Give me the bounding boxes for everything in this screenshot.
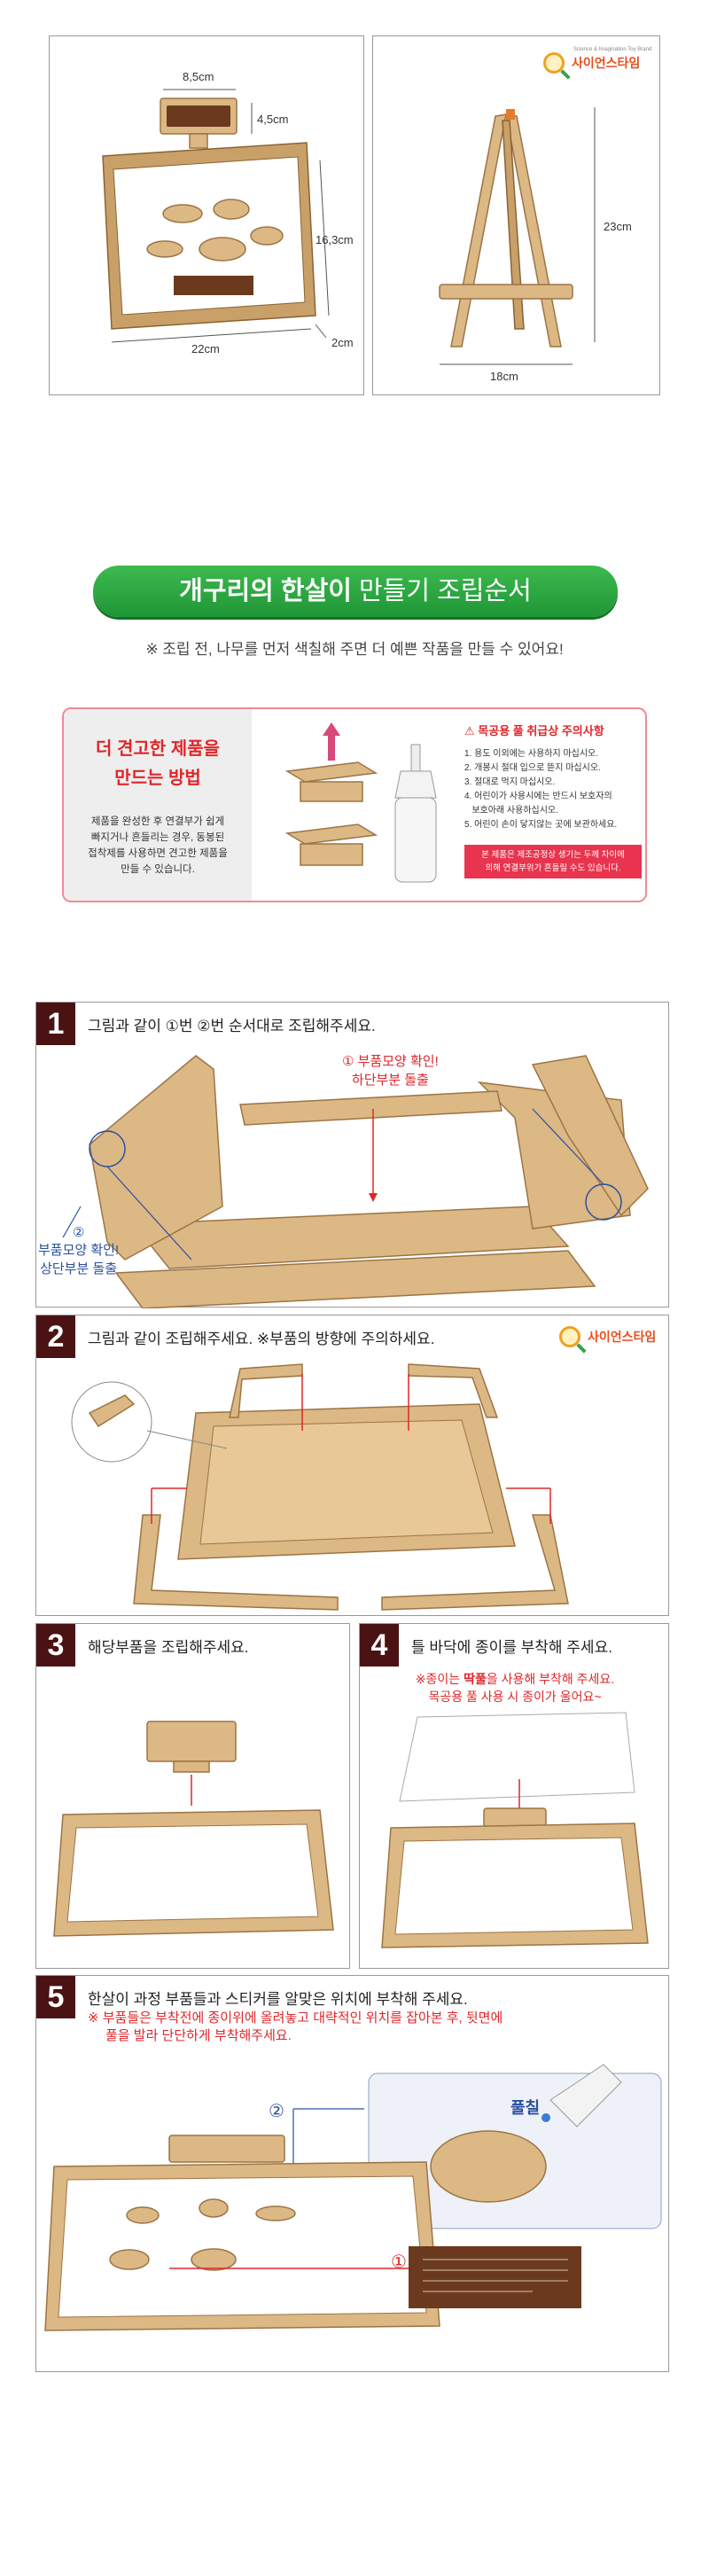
- step-3-number: 3: [36, 1624, 75, 1667]
- easel-product-panel: 사이언스타임 Science & Imagination Toy Brand 2…: [372, 35, 660, 395]
- dim-height: 16,3cm: [316, 233, 354, 246]
- dim-width-top: 8,5cm: [183, 70, 214, 83]
- caution-item-3: 3. 절대로 먹지 마십시오.: [464, 777, 556, 787]
- warning-icon: ⚠: [464, 724, 475, 738]
- step-4-note-bold: 딱풀: [464, 1672, 487, 1686]
- step-2-number: 2: [36, 1315, 75, 1358]
- marker-1: ①: [391, 2252, 407, 2272]
- caution-item-2: 2. 개봉시 절대 입으로 뜯지 마십시오.: [464, 763, 601, 773]
- step-4-panel: 4 틀 바닥에 종이를 부착해 주세요. ※종이는 딱풀을 사용해 부착해 주세…: [359, 1623, 669, 1969]
- brand-logo: 사이언스타임 Science & Imagination Toy Brand: [543, 47, 651, 74]
- tip-panel: 더 견고한 제품을 만드는 방법 제품을 완성한 후 연결부가 쉽게 빠지거나 …: [64, 709, 252, 901]
- frame-product-panel: 8,5cm 4,5cm 16,3cm 22cm 2cm: [49, 35, 364, 395]
- dim-height-top: 4,5cm: [257, 113, 289, 126]
- caution-footer: 본 제품은 제조공정상 생기는 두께 차이에 의해 연결부위가 흔들릴 수도 있…: [464, 845, 642, 878]
- step-2-panel: 2 그림과 같이 조립해주세요. ※부품의 방향에 주의하세요. 사이언스타임: [35, 1315, 669, 1616]
- tip-body-4: 만들 수 있습니다.: [121, 864, 195, 875]
- dim-depth: 2cm: [331, 336, 354, 349]
- step-4-illustration: [381, 1712, 649, 1948]
- step-5-text: 한살이 과정 부품들과 스티커를 알맞은 위치에 부착해 주세요.: [88, 1991, 468, 2008]
- brand-subtitle: Science & Imagination Toy Brand: [573, 47, 652, 52]
- step-5-note: ※ 부품들은 부착전에 종이위에 올려놓고 대략적인 위치를 잡아본 후, 뒷면…: [88, 2010, 503, 2043]
- step-4-text: 틀 바닥에 종이를 부착해 주세요.: [411, 1639, 612, 1656]
- brand-name: 사이언스타임: [572, 56, 641, 70]
- assembly-title: 개구리의 한살이 만들기 조립순서: [93, 566, 618, 617]
- caution-item-5: 보호아래 사용하십시오.: [464, 806, 558, 816]
- step-5-illustration: [44, 2064, 662, 2331]
- step-1-number: 1: [36, 1003, 75, 1045]
- magnifier-icon: [543, 52, 565, 74]
- step-5-panel: 5 한살이 과정 부품들과 스티커를 알맞은 위치에 부착해 주세요. ※ 부품…: [35, 1975, 669, 2372]
- step-2-brand-logo: 사이언스타임: [559, 1326, 656, 1347]
- step-2-text: 그림과 같이 조립해주세요. ※부품의 방향에 주의하세요.: [88, 1331, 435, 1347]
- intro-note: ※ 조립 전, 나무를 먼저 색칠해 주면 더 예쁜 작품을 만들 수 있어요!: [145, 641, 564, 658]
- step-3-text: 해당부품을 조립해주세요.: [88, 1639, 249, 1656]
- caution-item-4: 4. 어린이가 사용시에는 반드시 보호자의: [464, 792, 612, 801]
- glue-label: 풀칠: [510, 2099, 541, 2117]
- step-1-panel: 1 그림과 같이 ①번 ②번 순서대로 조립해주세요. ① 부품모양 확인! 하…: [35, 1002, 669, 1308]
- step-4-number: 4: [360, 1624, 399, 1667]
- dim-width: 22cm: [191, 342, 220, 355]
- easel-illustration: [439, 107, 596, 365]
- caution-item-1: 1. 용도 이외에는 사용하지 마십시오.: [464, 749, 599, 759]
- tip-heading-1: 더 견고한 제품을: [96, 739, 220, 759]
- caution-title: ⚠ 목공용 풀 취급상 주의사항: [464, 724, 604, 738]
- magnifier-icon: [559, 1326, 580, 1347]
- step-3-illustration: [53, 1721, 334, 1937]
- marker-2: ②: [269, 2102, 284, 2121]
- step-1-callout-2: ② 부품모양 확인! 상단부분 돌출: [38, 1225, 120, 1276]
- step-1-callout-1: ① 부품모양 확인! 하단부분 돌출: [342, 1054, 439, 1088]
- easel-dim-width: 18cm: [490, 370, 518, 383]
- step-3-panel: 3 해당부품을 조립해주세요.: [35, 1623, 350, 1969]
- step-1-illustration: [62, 1055, 649, 1308]
- tip-caution-box: 더 견고한 제품을 만드는 방법 제품을 완성한 후 연결부가 쉽게 빠지거나 …: [62, 707, 647, 902]
- title-rest: 만들기 조립순서: [351, 577, 532, 605]
- tip-heading-2: 만드는 방법: [114, 769, 201, 788]
- easel-dim-height: 23cm: [604, 220, 632, 233]
- step-2-illustration: [71, 1363, 569, 1611]
- brand-name: 사이언스타임: [588, 1330, 657, 1344]
- glue-assembly-illustration: [284, 722, 437, 883]
- caution-item-6: 5. 어린이 손이 닿지않는 곳에 보관하세요.: [464, 820, 618, 830]
- step-5-number: 5: [36, 1976, 75, 2018]
- step-1-text: 그림과 같이 ①번 ②번 순서대로 조립해주세요.: [88, 1018, 376, 1034]
- frame-illustration: [102, 89, 330, 343]
- tip-body-2: 빠지거나 흔들리는 경우, 동봉된: [90, 832, 225, 843]
- caution-panel: ⚠ 목공용 풀 취급상 주의사항 1. 용도 이외에는 사용하지 마십시오. 2…: [464, 722, 642, 878]
- tip-body-3: 접착제를 사용하면 견고한 제품을: [88, 848, 228, 859]
- tip-body-1: 제품을 완성한 후 연결부가 쉽게: [90, 816, 225, 827]
- title-bold: 개구리의 한살이: [179, 577, 352, 605]
- step-4-note: ※종이는 딱풀을 사용해 부착해 주세요. 목공용 풀 사용 시 종이가 울어요…: [415, 1672, 615, 1704]
